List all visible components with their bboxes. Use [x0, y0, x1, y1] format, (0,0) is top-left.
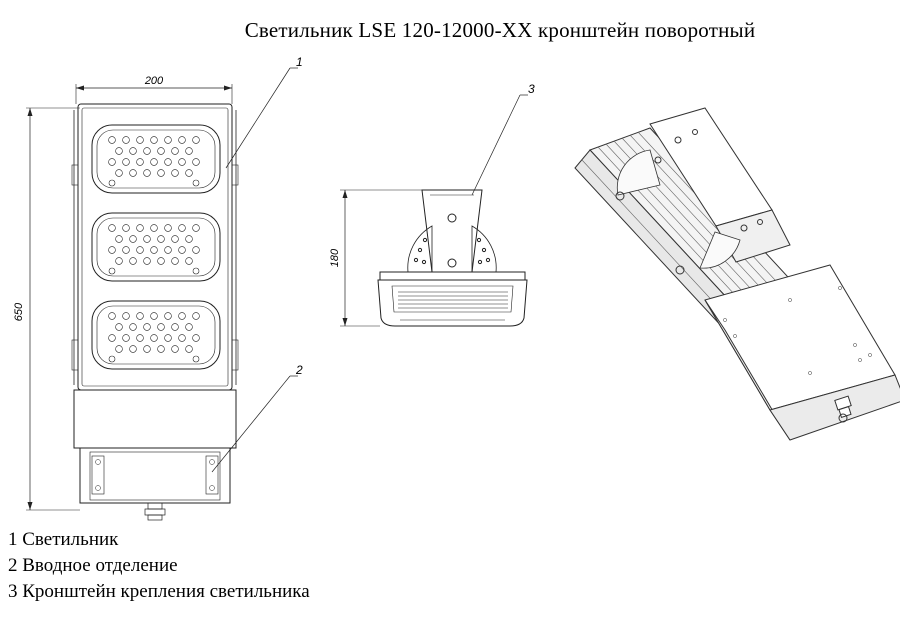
legend-item: 1 Светильник [8, 529, 119, 550]
dimension-bracket-height-label: 180 [329, 248, 341, 267]
legend: 1 Светильник 2 Вводное отделение 3 Кронш… [8, 527, 310, 605]
drawing-title: Светильник LSE 120-12000-XX кронштейн по… [244, 18, 756, 42]
dimension-height-label: 650 [13, 302, 25, 321]
isometric-view [574, 107, 900, 441]
callout-1: 1 [296, 55, 303, 69]
legend-item: 3 Кронштейн крепления светильника [8, 581, 310, 602]
callout-3: 3 [528, 82, 535, 96]
legend-item: 2 Вводное отделение [8, 555, 178, 576]
callout-2: 2 [295, 363, 303, 377]
front-view [26, 67, 298, 521]
dimension-width-label: 200 [144, 75, 164, 87]
side-view [340, 94, 528, 327]
